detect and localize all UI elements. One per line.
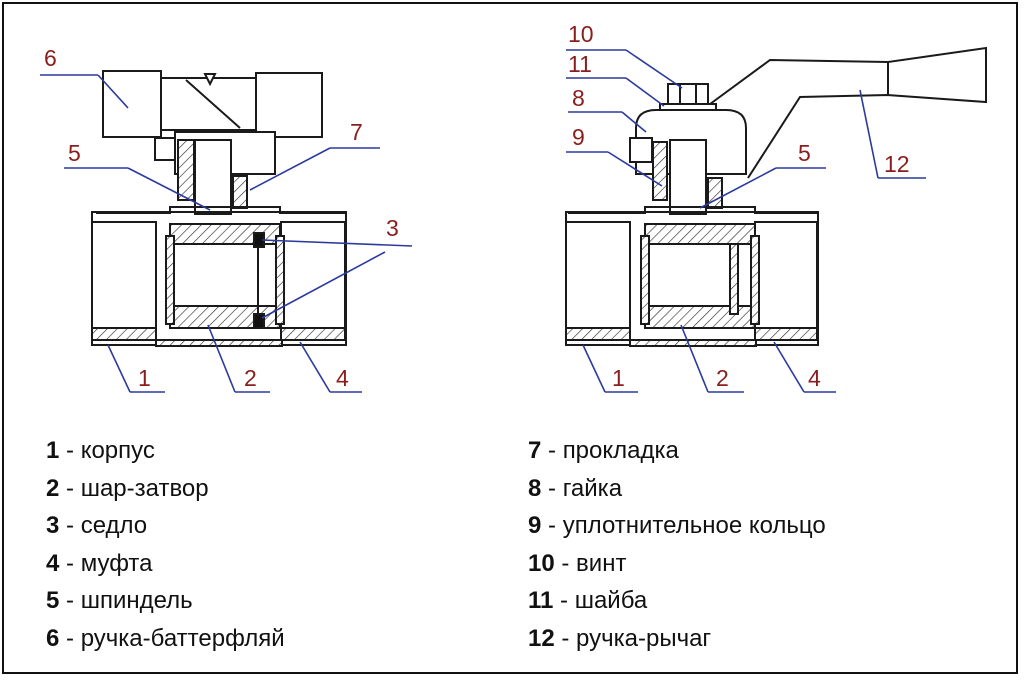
callout-12-right: 12 [884,151,910,177]
valve-diagram: 6 5 7 3 1 2 4 [40,21,987,393]
right-valve-drawing [565,46,987,347]
legend-item: 7 - прокладка [528,432,826,470]
legend-separator: - [59,624,81,652]
screw [667,83,709,105]
callout-4-right: 4 [808,365,821,391]
legend-item: 2 - шар-затвор [46,470,285,508]
legend-separator: - [554,549,577,577]
legend-item: 8 - гайка [528,470,826,508]
spindle-right [669,139,707,215]
callout-2-left: 2 [244,365,257,391]
callout-6-left: 6 [44,45,57,71]
legend-text: ручка-баттерфляй [80,624,285,652]
legend-text: гайка [562,474,623,502]
callout-1-left: 1 [138,365,151,391]
legend-item: 12 - ручка-рычаг [528,620,826,658]
legend-text: муфта [80,549,153,577]
legend-separator: - [59,437,81,464]
legend-item: 5 - шпиндель [46,582,285,620]
legend-number: 11 [528,587,554,615]
legend-right: 7 - прокладка 8 - гайка 9 - уплотнительн… [528,432,826,658]
legend-number: 6 [46,624,60,652]
callout-4-left: 4 [336,365,349,391]
legend-number: 8 [528,474,542,502]
legend-number: 5 [46,587,60,615]
legend-text: шпиндель [80,587,193,615]
legend-number: 1 [46,437,60,464]
callout-11-right: 11 [568,51,592,77]
legend-text: шайба [574,587,648,615]
callout-1-right: 1 [612,365,625,391]
legend-text: корпус [80,437,155,464]
left-valve-leader-lines [40,74,413,393]
legend-separator: - [59,474,81,502]
lever-handle [705,46,987,179]
ball-left [171,243,279,307]
callout-7-left: 7 [350,119,363,145]
legend-item: 4 - муфта [46,545,285,583]
legend-number: 4 [46,549,60,577]
callout-5-right: 5 [798,140,811,166]
legend-text: ручка-рычаг [576,624,712,652]
coupling-right-valve [754,221,818,329]
legend-number: 7 [528,437,542,464]
legend-left: 1 - корпус 2 - шар-затвор 3 - седло 4 - … [46,432,285,658]
legend-item: 9 - уплотнительное кольцо [528,507,826,545]
legend-text: шар-затвор [80,474,209,502]
legend-separator: - [59,549,81,577]
legend-separator: - [541,437,563,464]
right-valve-leader-lines [566,49,926,393]
legend-item: 3 - седло [46,507,285,545]
callout-9-right: 9 [572,124,585,150]
spindle-left [194,139,232,215]
legend-separator: - [541,512,563,540]
legend-text: седло [80,512,148,540]
left-valve-drawing [91,70,347,347]
legend-number: 3 [46,512,60,540]
legend-text: уплотнительное кольцо [562,512,826,540]
legend-number: 2 [46,474,60,502]
callout-8-right: 8 [572,85,585,111]
legend-number: 10 [528,549,555,577]
callout-10-right: 10 [568,21,594,47]
butterfly-handle-center [160,77,257,131]
legend-separator: - [553,587,575,615]
legend-text: прокладка [562,437,679,464]
legend-separator: - [59,587,81,615]
legend-item: 1 - корпус [46,432,285,470]
legend-item: 10 - винт [528,545,826,583]
butterfly-handle-left-wing [102,70,162,138]
legend-number: 9 [528,512,542,540]
legend-item: 11 - шайба [528,582,826,620]
legend-separator: - [554,624,577,652]
legend-separator: - [59,512,81,540]
legend-text: винт [576,549,627,577]
coupling-left-valve [280,221,346,329]
callout-3-left: 3 [386,215,399,241]
callout-2-right: 2 [716,365,729,391]
legend-separator: - [541,474,563,502]
legend-number: 12 [528,624,555,652]
callout-5-left: 5 [68,140,81,166]
butterfly-handle-right-wing [255,72,323,138]
legend-item: 6 - ручка-баттерфляй [46,620,285,658]
seat-lower-left [253,313,265,329]
